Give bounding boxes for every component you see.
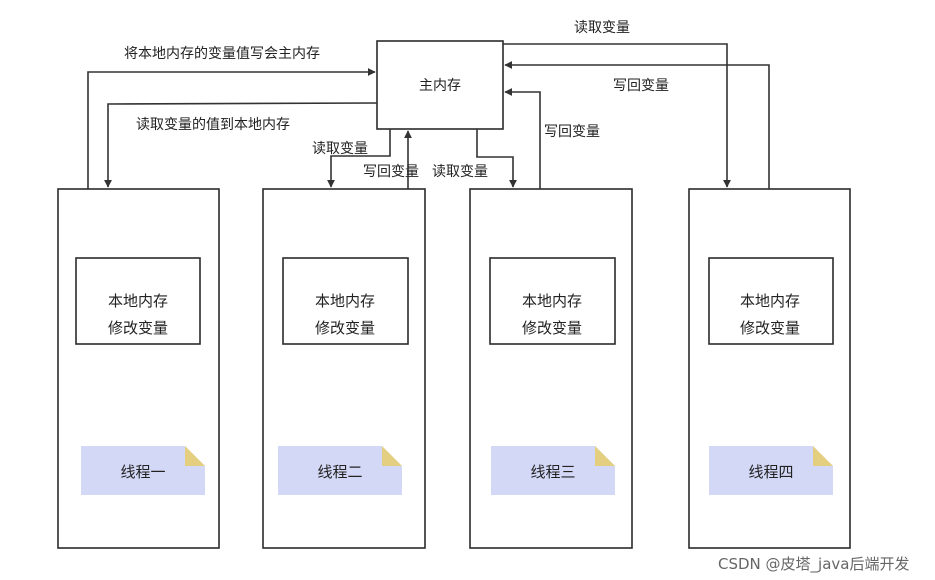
label-thread2-write: 写回变量: [363, 164, 419, 180]
thread-2-note-fold: [382, 446, 402, 466]
thread-4: 本地内存 修改变量 线程四: [688, 188, 851, 549]
thread-4-note: 线程四: [709, 446, 833, 495]
arrow-main-read-to-thread4: [503, 43, 731, 188]
arrow-thread1-write-to-main: [87, 68, 376, 189]
thread-4-local-memory-box: [708, 257, 834, 345]
thread-2-action-label: 修改变量: [315, 319, 375, 337]
thread-4-local-memory-label: 本地内存: [740, 292, 800, 310]
label-thread2-read: 读取变量: [312, 140, 368, 157]
main-memory-box: [376, 40, 504, 130]
thread-2-local-memory-box: [282, 257, 409, 345]
watermark: CSDN @皮塔_java后端开发: [718, 555, 909, 574]
thread-2: 本地内存 修改变量 线程二: [262, 188, 426, 549]
thread-1-note-body: [81, 446, 205, 495]
thread-1-local-memory-label: 本地内存: [108, 292, 168, 310]
thread-2-note: 线程二: [278, 446, 402, 495]
thread-3: 本地内存 修改变量 线程三: [469, 188, 633, 549]
thread-2-local-memory-label: 本地内存: [315, 292, 375, 310]
label-thread4-read: 读取变量: [574, 19, 630, 36]
thread-1-local-memory-box: [75, 257, 201, 345]
thread-3-note-fold: [595, 446, 615, 466]
thread-1: 本地内存 修改变量 线程一: [57, 188, 220, 549]
thread-2-note-body: [278, 446, 402, 495]
thread-1-action-label: 修改变量: [108, 319, 168, 337]
thread-3-note: 线程三: [491, 446, 615, 495]
thread-4-name: 线程四: [748, 463, 793, 481]
thread-4-note-body: [709, 446, 833, 495]
main-memory: 主内存: [376, 40, 504, 130]
thread-3-local-memory-label: 本地内存: [522, 292, 582, 310]
label-thread3-write: 写回变量: [544, 124, 600, 140]
arrow-thread3-write-to-main: [504, 88, 541, 189]
thread-1-note-fold: [185, 446, 205, 466]
thread-3-local-memory-box: [489, 257, 616, 345]
main-memory-label: 主内存: [419, 78, 461, 94]
thread-3-name: 线程三: [530, 463, 575, 481]
arrow-main-read-to-thread1: [104, 102, 378, 188]
thread-1-note: 线程一: [81, 446, 205, 495]
thread-4-note-fold: [813, 446, 833, 466]
label-thread3-read: 读取变量: [432, 163, 488, 180]
thread-3-note-body: [491, 446, 615, 495]
label-thread4-write: 写回变量: [613, 78, 669, 94]
arrow-main-read-to-thread2: [327, 129, 391, 188]
thread-4-action-label: 修改变量: [740, 319, 800, 337]
thread-2-name: 线程二: [317, 463, 362, 481]
thread-1-name: 线程一: [120, 463, 165, 481]
label-thread1-read: 读取变量的值到本地内存: [136, 116, 290, 133]
arrow-thread4-write-to-main: [504, 61, 770, 189]
label-thread1-write: 将本地内存的变量值写会主内存: [124, 46, 320, 62]
arrow-main-read-to-thread3: [476, 129, 517, 188]
thread-3-action-label: 修改变量: [522, 319, 582, 337]
